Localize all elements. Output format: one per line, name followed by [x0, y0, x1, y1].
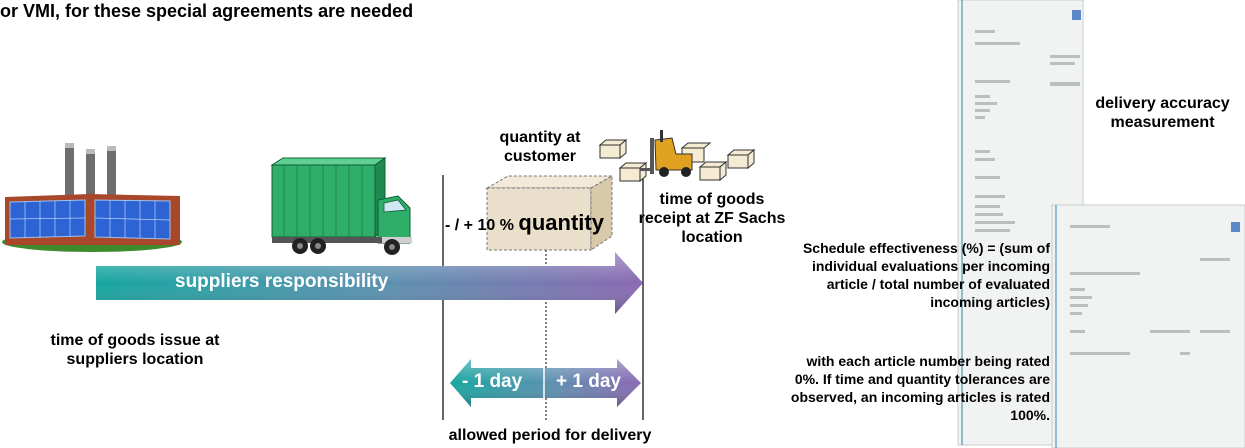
tolerance-percent: 10 %	[477, 217, 514, 234]
suppliers-responsibility-arrow	[96, 252, 643, 314]
allowed-period-label: allowed period for delivery	[448, 427, 652, 444]
tolerance-word: quantity	[518, 210, 604, 235]
tolerance-prefix: - / +	[445, 217, 474, 234]
delivery-accuracy-label: delivery accuracy measurement	[1095, 95, 1230, 131]
goods-receipt-label: time of goods receipt at ZF Sachs locati…	[638, 191, 786, 246]
minus-one-day-text: - 1 day	[462, 371, 523, 392]
plus-one-day-text: + 1 day	[556, 371, 621, 392]
quantity-at-customer-label: quantity at customer	[499, 129, 581, 165]
schedule-effectiveness-formula: Schedule effectiveness (%) = (sum of ind…	[802, 240, 1050, 310]
quantity-tolerance-label: - / + 10 % quantity	[445, 210, 604, 236]
forklift-with-boxes	[598, 130, 756, 183]
factory-illustration	[2, 143, 182, 252]
truck-illustration	[270, 157, 412, 255]
rating-explanation: with each article number being rated 0%.…	[790, 353, 1050, 423]
page-heading: or VMI, for these special agreements are…	[0, 1, 414, 21]
evaluation-document-front	[1051, 204, 1245, 448]
goods-issue-label: time of goods issue at suppliers locatio…	[50, 332, 220, 368]
delivery-window-double-arrow	[450, 359, 641, 407]
quantity-box	[485, 175, 614, 251]
suppliers-responsibility-text: suppliers responsibility	[175, 271, 389, 292]
